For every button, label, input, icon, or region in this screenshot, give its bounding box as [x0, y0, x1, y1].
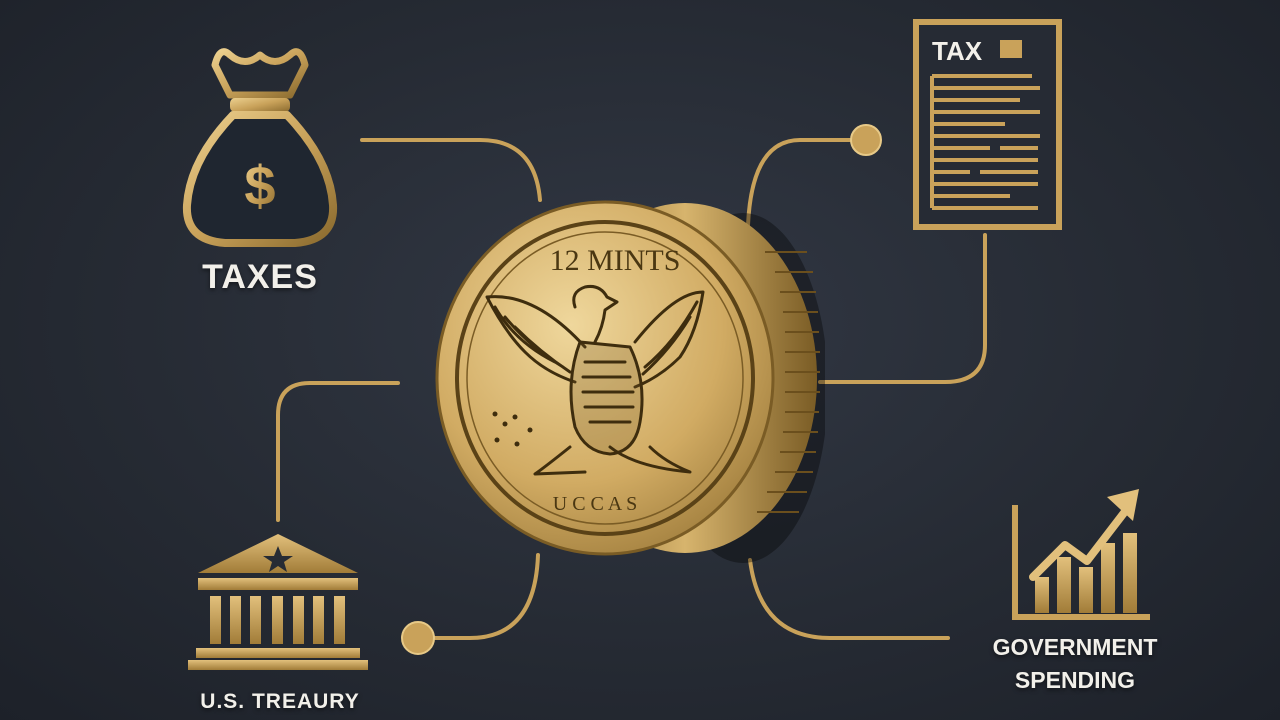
- connector-dot-taxdoc: [850, 124, 882, 156]
- connector-dot-treasury: [401, 621, 435, 655]
- treasury-label: U.S. TREAURY: [200, 690, 360, 713]
- connector-taxes-coin: [360, 138, 542, 202]
- growth-chart-icon: [1012, 489, 1150, 620]
- svg-text:$: $: [244, 154, 275, 217]
- government-spending-label-line2: SPENDING: [1014, 667, 1136, 693]
- connector-coin-treasury-bottom: [428, 553, 540, 640]
- eagle-coin-icon: 12 MINTS U C C A S: [435, 200, 825, 563]
- connector-coin-spending: [748, 558, 950, 640]
- connector-treasury-coin: [276, 381, 400, 522]
- connector-taxdoc-coin: [746, 138, 867, 227]
- connector-taxdoc-coin-lower: [818, 233, 987, 384]
- taxes-label: TAXES: [202, 258, 318, 296]
- tax-document-icon: TAX: [913, 19, 1062, 230]
- government-spending-label-line1: GOVERNMENT: [992, 634, 1158, 660]
- treasury-building-icon: [188, 534, 368, 670]
- eagle-icon: [485, 285, 705, 476]
- money-bag-icon: $: [176, 48, 344, 247]
- tax-document-header: TAX: [932, 36, 983, 66]
- coin-inscription-bottom: U C C A S: [553, 493, 637, 515]
- coin-inscription-top: 12 MINTS: [550, 244, 681, 277]
